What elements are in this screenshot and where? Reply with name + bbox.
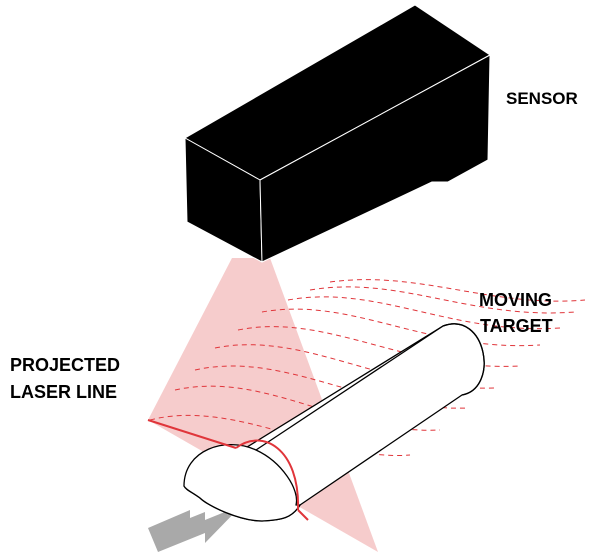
target-front-face xyxy=(183,444,301,522)
label-moving-target-line1: MOVING xyxy=(479,290,552,310)
target-top-edge xyxy=(255,325,444,451)
label-projected-line2: LASER LINE xyxy=(10,382,117,402)
moving-target xyxy=(183,323,485,522)
projected-laser-line xyxy=(147,419,309,521)
label-moving-target-line2: TARGET xyxy=(480,316,553,336)
label-projected-line1: PROJECTED xyxy=(10,355,120,375)
motion-arrow xyxy=(148,505,242,552)
sensor xyxy=(184,4,491,263)
target-back-end xyxy=(442,323,485,396)
sensor-side xyxy=(259,54,491,263)
label-sensor: SENSOR xyxy=(506,89,578,108)
